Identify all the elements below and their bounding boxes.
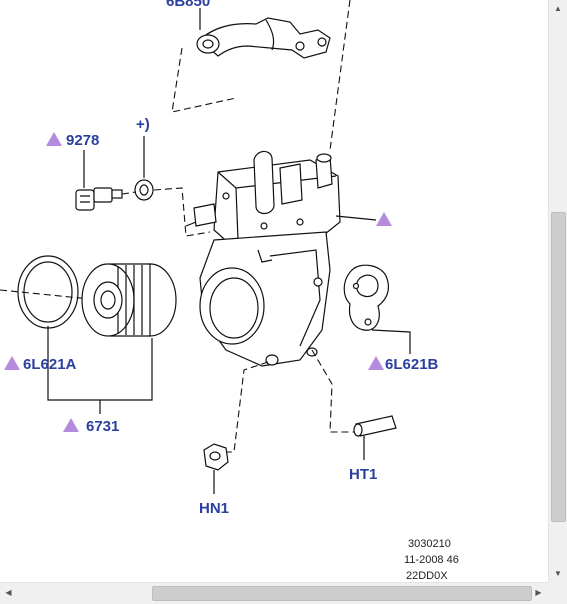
leader-gasket	[371, 329, 411, 354]
nut-part[interactable]	[203, 443, 229, 471]
filter-seal-part[interactable]	[17, 255, 79, 329]
arrow-left-icon[interactable]: ◀	[5, 588, 12, 597]
horizontal-scroll-thumb[interactable]	[152, 586, 532, 601]
guide-sensor	[121, 187, 211, 237]
filter-element-part[interactable]	[81, 263, 177, 337]
marker-icon-filter	[63, 418, 79, 432]
vertical-scroll-thumb[interactable]	[551, 212, 566, 522]
arrow-right-icon[interactable]: ▶	[535, 588, 542, 597]
seal-ring-part[interactable]	[134, 179, 154, 201]
vertical-scrollbar[interactable]: ▲ ▼	[548, 0, 567, 582]
label-top-part: 6B850	[166, 0, 210, 10]
marker-icon-gasket	[368, 356, 384, 370]
arrow-down-icon[interactable]: ▼	[554, 569, 562, 578]
label-gasket: 6L621B	[385, 356, 439, 373]
exploded-parts-diagram: 6B850 9278 +)	[0, 0, 459, 582]
label-filter: 6731	[86, 418, 119, 435]
label-bolt: HT1	[349, 466, 377, 483]
label-seal-marker: +)	[136, 116, 150, 133]
guide-top-right	[329, 0, 351, 151]
reference-code: 22DD0X	[406, 570, 448, 582]
guide-nut	[218, 361, 269, 453]
guide-pipe-left	[171, 47, 237, 113]
marker-icon-valve	[376, 212, 392, 226]
arrow-up-icon[interactable]: ▲	[554, 4, 562, 13]
gasket-part[interactable]	[343, 264, 390, 331]
marker-icon-sensor	[46, 132, 62, 146]
diagram-viewport: 6B850 9278 +)	[0, 0, 459, 582]
marker-icon-filter-seal	[4, 356, 20, 370]
scrollbar-corner	[548, 582, 567, 604]
egr-cooler-body-part[interactable]	[199, 231, 331, 367]
label-filter-seal: 6L621A	[23, 356, 77, 373]
reference-number: 3030210	[408, 538, 451, 550]
leader-valve	[335, 215, 377, 221]
bolt-part[interactable]	[353, 415, 397, 437]
reference-date: 11-2008 46	[404, 554, 459, 566]
coolant-pipe-part[interactable]	[196, 17, 331, 59]
horizontal-scrollbar[interactable]: ◀ ▶	[0, 582, 548, 604]
label-sensor: 9278	[66, 132, 99, 149]
temperature-sensor-part[interactable]	[75, 187, 123, 211]
label-nut: HN1	[199, 500, 229, 517]
guide-bolt	[311, 349, 356, 433]
egr-valve-housing-part[interactable]	[185, 150, 341, 247]
